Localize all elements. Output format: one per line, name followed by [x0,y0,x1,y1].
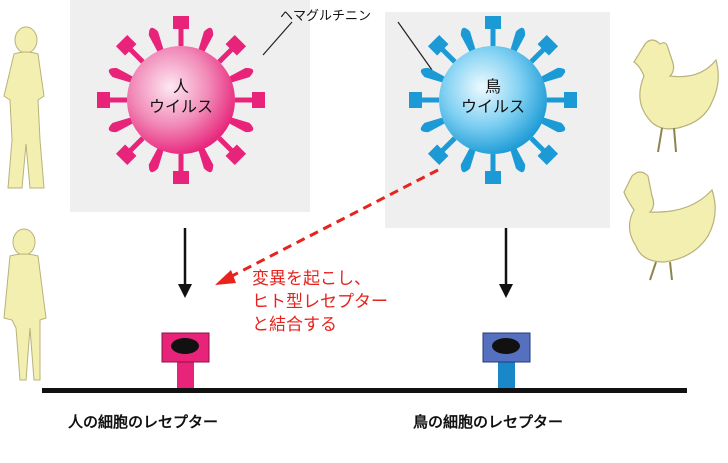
bird-virus-spike [427,136,457,166]
bird-virus-label-line-1: 鳥 [484,77,501,96]
bird-virus-spike [539,67,566,83]
human-virus-spike [173,154,189,184]
bird-virus-spike [485,154,501,184]
bird-virus-spike [547,92,577,108]
bird-virus-spike [510,27,526,54]
hen-icon [623,171,716,281]
bird-virus-spike [510,146,526,173]
human-virus-spike [227,67,254,83]
man-silhouette-icon [3,228,47,381]
human-virus-spike [97,92,127,108]
human-virus-label: 人 ウイルス [118,77,244,117]
bird-virus-spike [529,136,559,166]
bird-virus-label: 鳥 ウイルス [430,77,556,117]
human-virus-spike [217,136,247,166]
human-virus-spike [227,117,254,133]
human-virus-spike [173,16,189,46]
human-virus-spike [198,146,214,173]
human-virus-spike [148,27,164,54]
human-receptor [161,332,210,388]
human-virus-spike [198,27,214,54]
hemagglutinin-pointer-right [397,21,433,71]
human-virus-body [127,46,235,154]
hemagglutinin-label: ヘマグルチニン [280,9,372,24]
bird-virus [409,16,577,184]
human-virus-spike [148,146,164,173]
bird-virus-spike [409,92,439,108]
bird-virus-spike [485,16,501,46]
bird-virus-body [439,46,547,154]
bird-virus-spike [420,67,447,83]
cell-membrane [42,388,687,393]
mutation-label-line-3: と結合する [252,315,337,335]
human-virus-spike [235,92,265,108]
bird-virus-spike [539,117,566,133]
human-virus-spike [115,34,145,64]
human-virus-label-line-1: 人 [172,77,189,96]
mutation-arrow [215,168,439,285]
human-receptor-label: 人の細胞のレセプター [68,413,219,431]
human-virus-spike [115,136,145,166]
bird-down-arrow [499,228,513,298]
woman-silhouette-icon [3,26,45,189]
bird-virus-spike [427,34,457,64]
hemagglutinin-pointer-left [262,21,293,56]
rooster-icon [633,39,719,153]
mutation-label-line-1: 変異を起こし、 [252,269,371,289]
human-down-arrow [178,228,192,298]
bird-virus-spike [529,34,559,64]
bird-receptor-label: 鳥の細胞のレセプター [413,413,564,431]
bird-receptor [482,332,531,388]
human-virus-spike [217,34,247,64]
human-virus [97,16,265,184]
bird-virus-label-line-2: ウイルス [460,97,525,116]
bird-virus-spike [460,27,476,54]
bird-virus-spike [420,117,447,133]
human-virus-spike [108,117,135,133]
bird-virus-spike [460,146,476,173]
mutation-label: 変異を起こし、 ヒト型レセプター と結合する [252,268,388,337]
mutation-label-line-2: ヒト型レセプター [252,292,388,312]
human-virus-label-line-2: ウイルス [148,97,213,116]
human-virus-spike [108,67,135,83]
